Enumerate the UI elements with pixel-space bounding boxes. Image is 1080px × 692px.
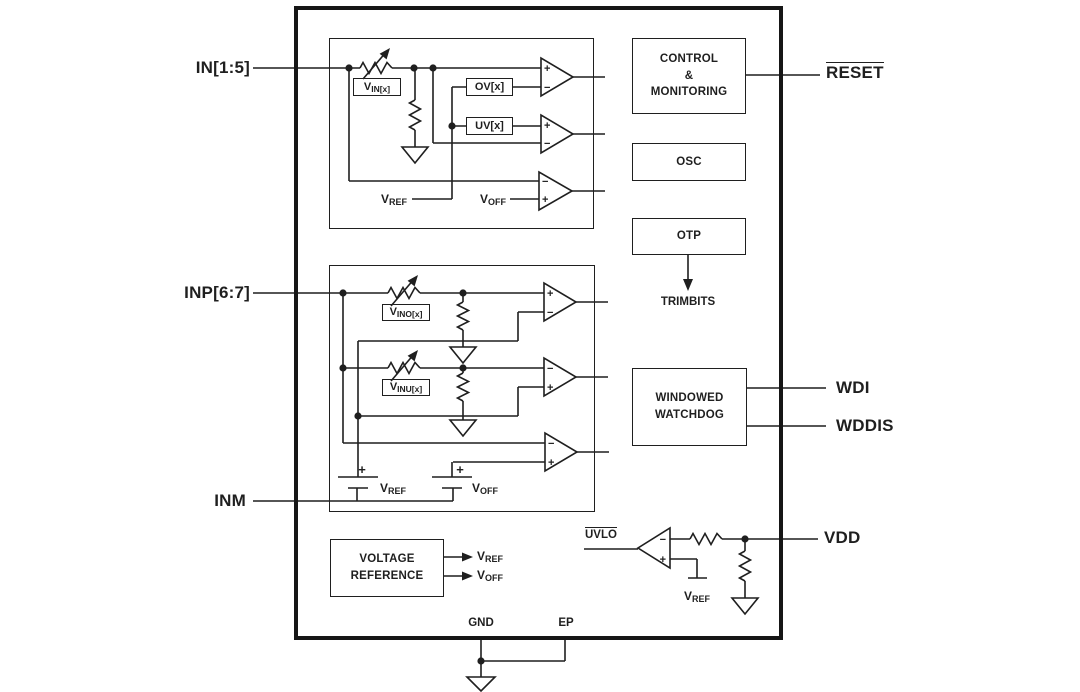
pin-in: IN[1:5] [195, 58, 250, 77]
vref-label-source: VREF [380, 481, 407, 497]
plus-sign: + [542, 194, 548, 206]
comparator-in1 [538, 170, 574, 212]
vino-threshold-label: VINO[x] [389, 306, 423, 319]
comparator-uvlo [636, 526, 671, 570]
control-monitoring-label: CONTROL [659, 52, 719, 65]
potentiometer-arrows [362, 48, 418, 382]
pin-wddis: WDDIS [836, 416, 894, 435]
potentiometer-vino [387, 285, 421, 301]
control-monitoring-label: MONITORING [650, 86, 728, 99]
minus-sign: − [548, 438, 554, 450]
potentiometer-vinu [387, 360, 421, 376]
resistor-divider-top [407, 99, 423, 131]
wires [253, 67, 826, 677]
minus-sign: − [544, 138, 550, 150]
watchdog-label: WINDOWED [655, 392, 724, 405]
plus-sign: + [544, 120, 550, 132]
plus-sign: + [660, 554, 666, 566]
resistor-symbols [359, 60, 753, 582]
otp-label: OTP [676, 230, 702, 243]
resistor-vdd-series [689, 531, 723, 547]
ground-icon [448, 346, 478, 365]
voff-label-source: VOFF [472, 481, 499, 497]
plus-sign: + [456, 462, 464, 477]
potentiometer-vin [359, 60, 393, 76]
voltage-source-symbols [338, 476, 707, 579]
comparator-uv1 [540, 113, 575, 155]
voff-label-output: VOFF [477, 568, 504, 584]
pin-ep: EP [558, 617, 574, 629]
arrowheads [462, 279, 693, 581]
vinu-threshold-box: VINU[x] [382, 379, 430, 396]
resistor-vdd-shunt [737, 550, 753, 582]
ground-icon [730, 597, 760, 616]
osc-block: OSC [632, 143, 746, 181]
voff-label-top: VOFF [479, 192, 506, 208]
pin-vdd: VDD [824, 528, 861, 547]
junction-dots [339, 64, 749, 665]
comparator-ov2 [543, 281, 578, 323]
ground-icon [400, 146, 430, 165]
comparator-in2 [544, 431, 579, 473]
pin-reset: RESET [826, 62, 884, 82]
control-monitoring-label: & [684, 69, 694, 82]
comparator-uv2 [543, 356, 578, 398]
vref-label-top: VREF [380, 192, 407, 208]
vref-label-uvlo: VREF [683, 589, 710, 605]
vref-label-output: VREF [477, 549, 504, 565]
inp-monitor-subblock [329, 265, 595, 512]
control-monitoring-block: CONTROL & MONITORING [632, 38, 746, 114]
minus-sign: − [547, 307, 553, 319]
chip-boundary [294, 6, 783, 640]
resistor-divider-uv [455, 372, 471, 402]
voltage-reference-block: VOLTAGE REFERENCE [330, 539, 444, 597]
osc-label: OSC [676, 155, 702, 168]
minus-sign: − [547, 363, 553, 375]
voltage-reference-label: VOLTAGE [359, 553, 415, 566]
watchdog-label: WATCHDOG [654, 409, 725, 421]
uv-threshold-label: UV[x] [475, 120, 504, 132]
plus-sign: + [358, 462, 366, 477]
ground-icon [448, 419, 478, 438]
ground-symbols [400, 146, 760, 692]
comparator-ov1 [540, 56, 575, 98]
comparator-symbols [538, 56, 671, 570]
ground-icon [465, 676, 497, 692]
vin-threshold-label: VIN[x] [363, 80, 391, 94]
uv-threshold-box: UV[x] [466, 117, 513, 135]
windowed-watchdog-block: WINDOWED WATCHDOG [632, 368, 747, 446]
minus-sign: − [660, 534, 666, 546]
plus-sign: + [548, 457, 554, 469]
minus-sign: − [544, 82, 550, 94]
ov-threshold-box: OV[x] [466, 78, 513, 96]
pin-inm: INM [214, 491, 246, 510]
pin-wdi: WDI [836, 378, 870, 397]
plus-sign: + [547, 382, 553, 394]
uvlo-label: UVLO [585, 527, 617, 541]
plus-sign: + [544, 63, 550, 75]
minus-sign: − [542, 176, 548, 188]
comparator-signs: + − + − − + + − − + − + − + + + [358, 63, 666, 566]
voltage-reference-label: REFERENCE [350, 570, 424, 582]
vino-threshold-box: VINO[x] [382, 304, 430, 321]
in-monitor-subblock [329, 38, 594, 229]
otp-block: OTP [632, 218, 746, 255]
ov-threshold-label: OV[x] [474, 81, 505, 93]
vinu-threshold-label: VINU[x] [389, 381, 423, 394]
resistor-divider-ov [455, 301, 471, 331]
vin-threshold-box: VIN[x] [353, 78, 401, 96]
trimbits-label: TRIMBITS [660, 296, 716, 308]
vref-out-arrow [462, 552, 473, 562]
pin-gnd: GND [468, 617, 494, 629]
voff-out-arrow [462, 571, 473, 581]
pin-inp: INP[6:7] [184, 283, 250, 302]
otp-trimbits-arrow [683, 279, 693, 291]
plus-sign: + [547, 288, 553, 300]
